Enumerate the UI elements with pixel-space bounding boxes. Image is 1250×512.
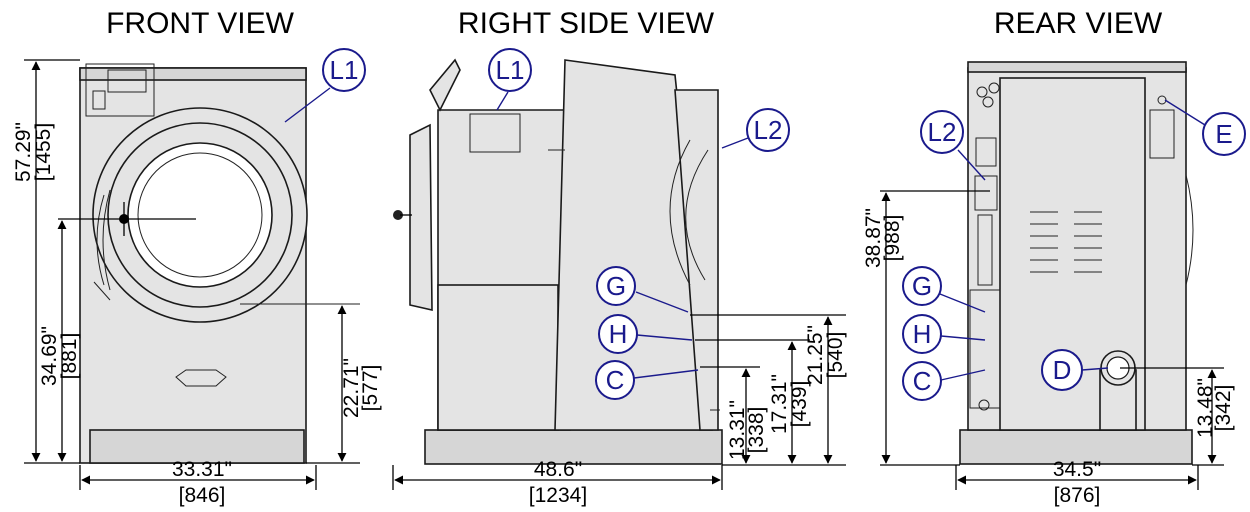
side-callout-h: [598, 314, 638, 354]
side-callouts: L1 L2 G H C: [488, 48, 790, 400]
svg-text:C: C: [913, 366, 932, 396]
rear-width-in: 34.5": [1053, 458, 1101, 481]
rear-l2-in: 38.87": [862, 208, 885, 268]
front-callout-l1: L1: [284, 48, 366, 123]
rear-view: [959, 61, 1194, 465]
svg-text:D: D: [1053, 355, 1072, 385]
front-view: [58, 63, 360, 464]
front-height-mm: [1455]: [32, 123, 55, 181]
front-dimensions: 57.29" [1455] 34.69" [881] 22.71" [577] …: [12, 59, 382, 507]
rear-callout-h: [902, 314, 942, 354]
side-view-title: RIGHT SIDE VIEW: [458, 7, 715, 40]
side-h-in: 17.31": [768, 374, 791, 434]
rear-l2-mm: [988]: [881, 215, 904, 262]
front-width-in: 33.31": [172, 458, 232, 481]
front-door-center-in: 34.69": [38, 326, 61, 386]
svg-text:H: H: [913, 319, 932, 349]
svg-text:L1: L1: [496, 55, 525, 85]
rear-callout-e: [1202, 112, 1246, 156]
svg-text:L2: L2: [754, 115, 783, 145]
svg-text:G: G: [912, 271, 932, 301]
side-c-mm: [338]: [745, 407, 768, 454]
svg-text:L1: L1: [330, 55, 359, 85]
svg-text:G: G: [606, 271, 626, 301]
side-callout-l1: [488, 48, 532, 92]
side-depth-in: 48.6": [534, 458, 582, 481]
side-dimensions: 21.25" [540] 17.31" [439] 13.31" [338] 4…: [392, 314, 847, 507]
front-view-title: FRONT VIEW: [106, 7, 294, 40]
side-view: [393, 58, 723, 465]
svg-text:H: H: [609, 319, 628, 349]
side-h-mm: [439]: [788, 381, 811, 428]
side-g-in: 21.25": [804, 325, 827, 385]
rear-callout-d: [1041, 349, 1083, 391]
rear-callout-c: [902, 361, 942, 401]
front-width-mm: [846]: [179, 484, 226, 507]
side-g-mm: [540]: [824, 332, 847, 379]
svg-text:C: C: [606, 365, 625, 395]
rear-callout-g: [902, 266, 942, 306]
rear-callouts: L2 E G H C D: [902, 99, 1246, 401]
rear-d-in: 13.48": [1194, 378, 1217, 438]
svg-text:L2: L2: [928, 117, 957, 147]
front-height-in: 57.29": [12, 122, 35, 182]
side-callout-g: [596, 266, 636, 306]
side-callout-c: [595, 360, 635, 400]
rear-view-title: REAR VIEW: [994, 7, 1163, 40]
svg-text:E: E: [1215, 119, 1232, 149]
rear-dimensions: 38.87" [988] 13.48" [342] 34.5" [876]: [862, 190, 1235, 507]
front-door-center-mm: [881]: [58, 333, 81, 380]
front-door-bottom-mm: [577]: [359, 365, 382, 412]
side-callout-l2: [746, 108, 790, 152]
front-door-bottom-in: 22.71": [340, 358, 363, 418]
rear-d-mm: [342]: [1212, 385, 1235, 432]
side-c-in: 13.31": [726, 400, 749, 460]
rear-width-mm: [876]: [1054, 484, 1101, 507]
side-depth-mm: [1234]: [529, 484, 587, 507]
rear-callout-l2: [920, 110, 964, 154]
